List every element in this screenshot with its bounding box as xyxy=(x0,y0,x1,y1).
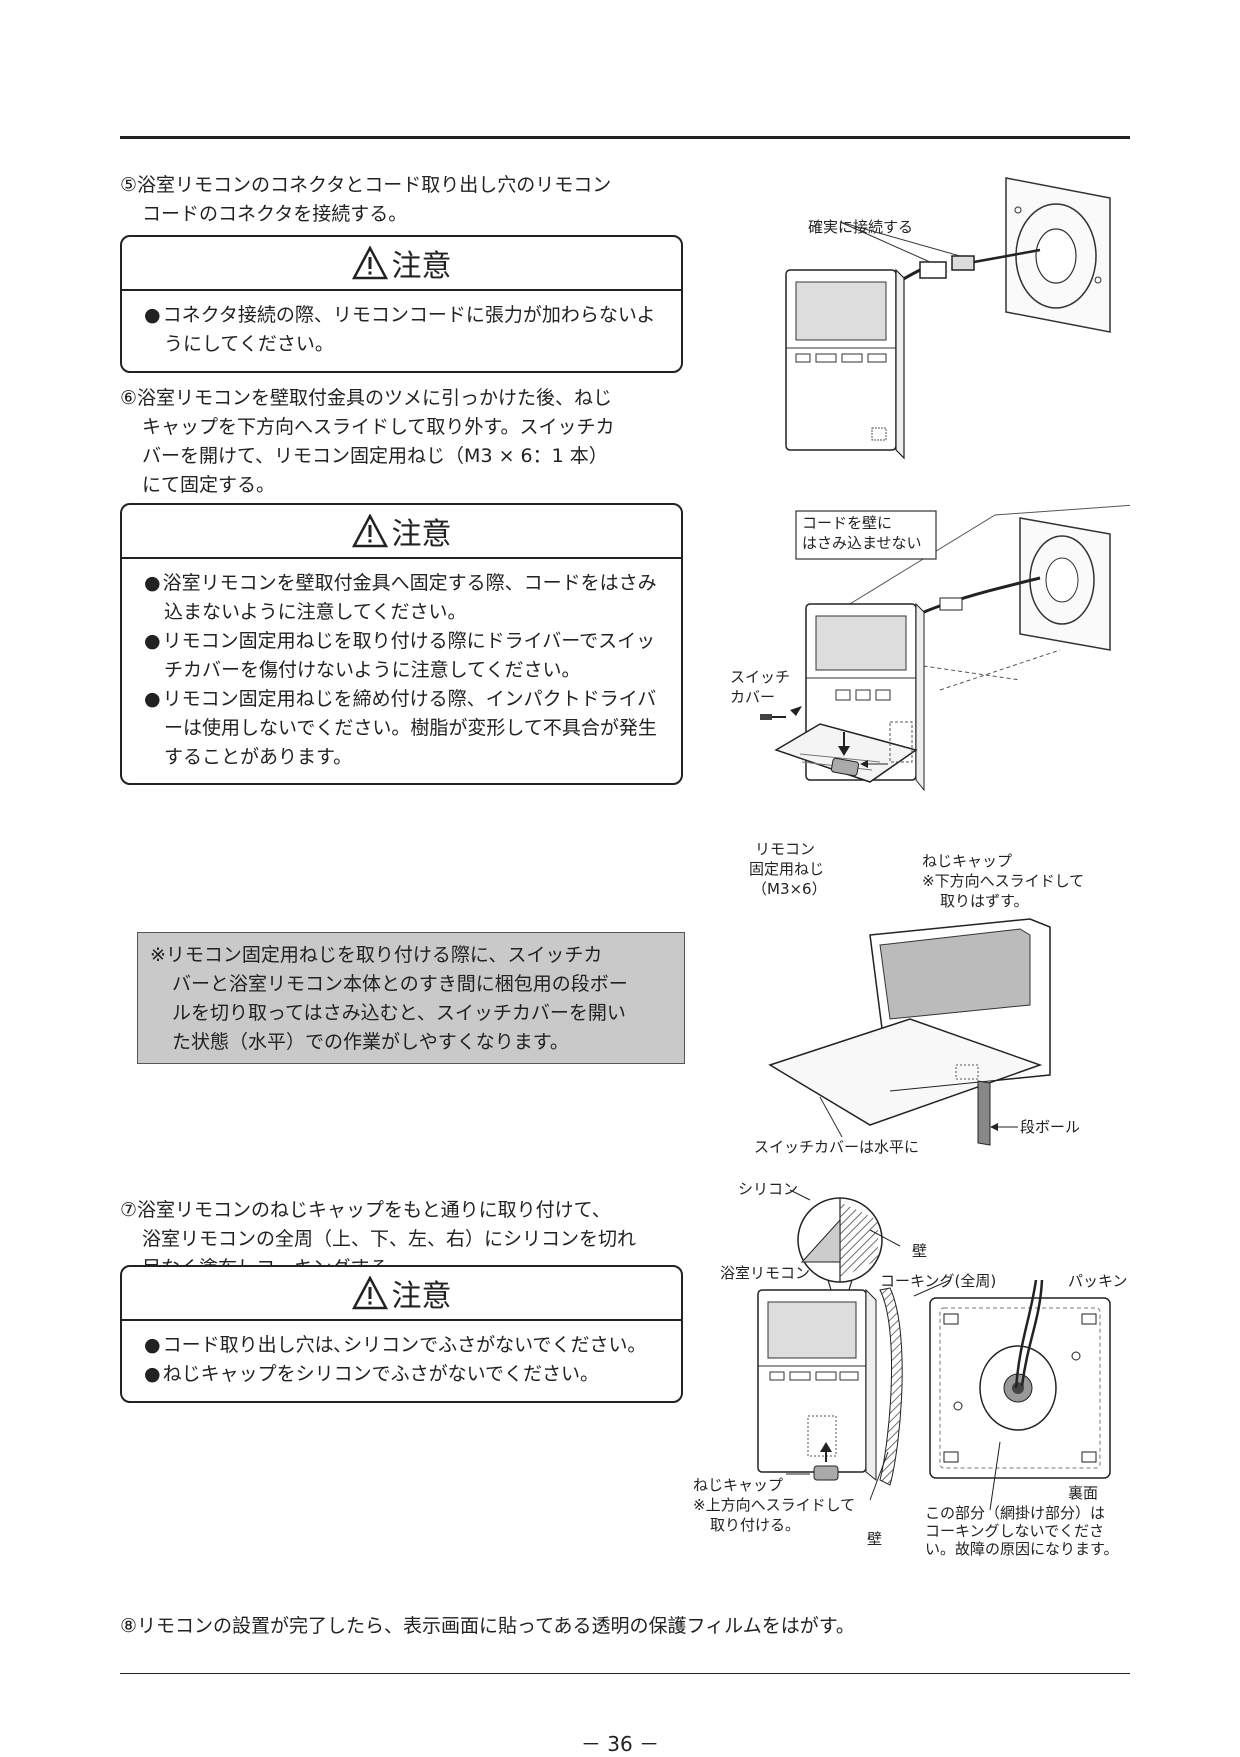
step-6-line3: バーを開けて、リモコン固定用ねじ（M3 × 6：1 本） xyxy=(142,445,608,467)
caution-title: 注意 xyxy=(391,1279,452,1314)
step-5-line1: ⑤浴室リモコンのコネクタとコード取り出し穴のリモコン xyxy=(120,174,612,196)
caution-box-1: 注意 コネクタ接続の際、リモコンコードに張力が加わらないようにしてください。 xyxy=(120,235,683,373)
label-wall-top: 壁 xyxy=(912,1242,928,1260)
label-cardboard: 段ボール xyxy=(1020,1118,1081,1136)
label-cap4-2: ※上方向へスライドして xyxy=(693,1496,856,1514)
label-caulking: コーキング(全周) xyxy=(880,1272,997,1290)
figure-caulking-illustration xyxy=(757,1189,1111,1511)
step-7-line1: ⑦浴室リモコンのねじキャップをもと通りに取り付けて、 xyxy=(120,1199,611,1221)
step-7-line2: 浴室リモコンの全周（上、下、左、右）にシリコンを切れ xyxy=(142,1228,637,1250)
label-silicone: シリコン xyxy=(738,1180,799,1198)
label-cap-1: ねじキャップ xyxy=(922,852,1013,870)
label-screw-2: 固定用ねじ xyxy=(749,860,825,878)
caution-list-1: コネクタ接続の際、リモコンコードに張力が加わらないようにしてください。 xyxy=(122,291,681,371)
caution-box-3: 注意 コード取り出し穴は､シリコンでふさがないでください｡ ねじキャップをシリコ… xyxy=(120,1265,683,1403)
warning-icon xyxy=(351,246,388,280)
step-6-line4: にて固定する。 xyxy=(142,474,276,496)
note-box: ※リモコン固定用ねじを取り付ける際に、スイッチカ バーと浴室リモコン本体とのすき… xyxy=(137,932,685,1064)
label-screw-1: リモコン xyxy=(755,840,816,858)
step-6: ⑥浴室リモコンを壁取付金具のツメに引っかけた後、ねじ キャップを下方向へスライド… xyxy=(120,384,685,500)
step-5-line2: コードのコネクタを接続する。 xyxy=(142,203,408,225)
step-8: ⑧リモコンの設置が完了したら、表示画面に貼ってある透明の保護フィルムをはがす。 xyxy=(120,1615,855,1637)
warning-icon xyxy=(351,1276,388,1310)
bottom-rule xyxy=(120,1673,1130,1674)
figure-mount-illustration xyxy=(760,504,1130,792)
caution-item: 浴室リモコンを壁取付金具へ固定する際、コードをはさみ込まないように注意してくださ… xyxy=(144,569,665,627)
label-cap4-1: ねじキャップ xyxy=(693,1476,784,1494)
label-no-pinch-2: はさみ込ませない xyxy=(802,534,922,552)
label-warning-3: い。故障の原因になります。 xyxy=(925,1540,1119,1558)
figure-horizontal-illustration xyxy=(768,918,1051,1146)
label-warning-2: コーキングしないでくださ xyxy=(925,1522,1105,1540)
caution-item: リモコン固定用ねじを締め付ける際、インパクトドライバーは使用しないでください。樹… xyxy=(144,685,665,772)
caution-list-2: 浴室リモコンを壁取付金具へ固定する際、コードをはさみ込まないように注意してくださ… xyxy=(122,559,681,784)
step-6-line2: キャップを下方向へスライドして取り外す。スイッチカ xyxy=(142,416,615,438)
note-line2: バーと浴室リモコン本体とのすき間に梱包用の段ボー xyxy=(172,973,628,995)
note-line1: ※リモコン固定用ねじを取り付ける際に、スイッチカ xyxy=(150,944,603,966)
caution-header: 注意 xyxy=(122,237,681,291)
caution-title: 注意 xyxy=(391,249,452,284)
label-packing: パッキン xyxy=(1068,1272,1128,1290)
page-number: － 36 － xyxy=(580,1732,660,1756)
label-cap4-3: 取り付ける。 xyxy=(710,1516,801,1534)
label-remote: 浴室リモコン xyxy=(720,1264,811,1282)
note-line3: ルを切り取ってはさみ込むと、スイッチカバーを開い xyxy=(172,1002,626,1024)
label-box-border xyxy=(795,510,937,560)
label-no-pinch-1: コードを壁に xyxy=(802,514,893,532)
step-6-line1: ⑥浴室リモコンを壁取付金具のツメに引っかけた後、ねじ xyxy=(120,387,613,409)
label-warning-1: この部分（網掛け部分）は xyxy=(925,1504,1106,1522)
step-5: ⑤浴室リモコンのコネクタとコード取り出し穴のリモコン コードのコネクタを接続する… xyxy=(120,171,685,229)
caution-item: ねじキャップをシリコンでふさがないでください。 xyxy=(144,1360,665,1389)
note-line4: た状態（水平）での作業がしやすくなります。 xyxy=(172,1031,569,1053)
figure-connect-illustration xyxy=(785,177,1111,460)
caution-header: 注意 xyxy=(122,505,681,559)
label-back: 裏面 xyxy=(1068,1484,1099,1502)
label-horizontal: スイッチカバーは水平に xyxy=(754,1138,920,1156)
warning-icon xyxy=(351,514,388,548)
label-screw-3: （M3×6） xyxy=(752,880,827,898)
label-connect: 確実に接続する xyxy=(808,218,914,236)
label-wall-bottom: 壁 xyxy=(867,1530,883,1548)
label-switch-1: スイッチ xyxy=(730,668,791,686)
label-switch-2: カバー xyxy=(730,688,776,706)
label-cap-2: ※下方向へスライドして xyxy=(922,872,1085,890)
caution-box-2: 注意 浴室リモコンを壁取付金具へ固定する際、コードをはさみ込まないように注意して… xyxy=(120,503,683,785)
top-rule xyxy=(120,136,1130,139)
caution-list-3: コード取り出し穴は､シリコンでふさがないでください｡ ねじキャップをシリコンでふ… xyxy=(122,1321,681,1401)
caution-item: コネクタ接続の際、リモコンコードに張力が加わらないようにしてください。 xyxy=(144,301,665,359)
caution-header: 注意 xyxy=(122,1267,681,1321)
label-cap-3: 取りはずす。 xyxy=(940,892,1029,910)
caution-item: リモコン固定用ねじを取り付ける際にドライバーでスイッチカバーを傷付けないように注… xyxy=(144,627,665,685)
caution-item: コード取り出し穴は､シリコンでふさがないでください｡ xyxy=(144,1331,665,1360)
caution-title: 注意 xyxy=(391,517,452,552)
